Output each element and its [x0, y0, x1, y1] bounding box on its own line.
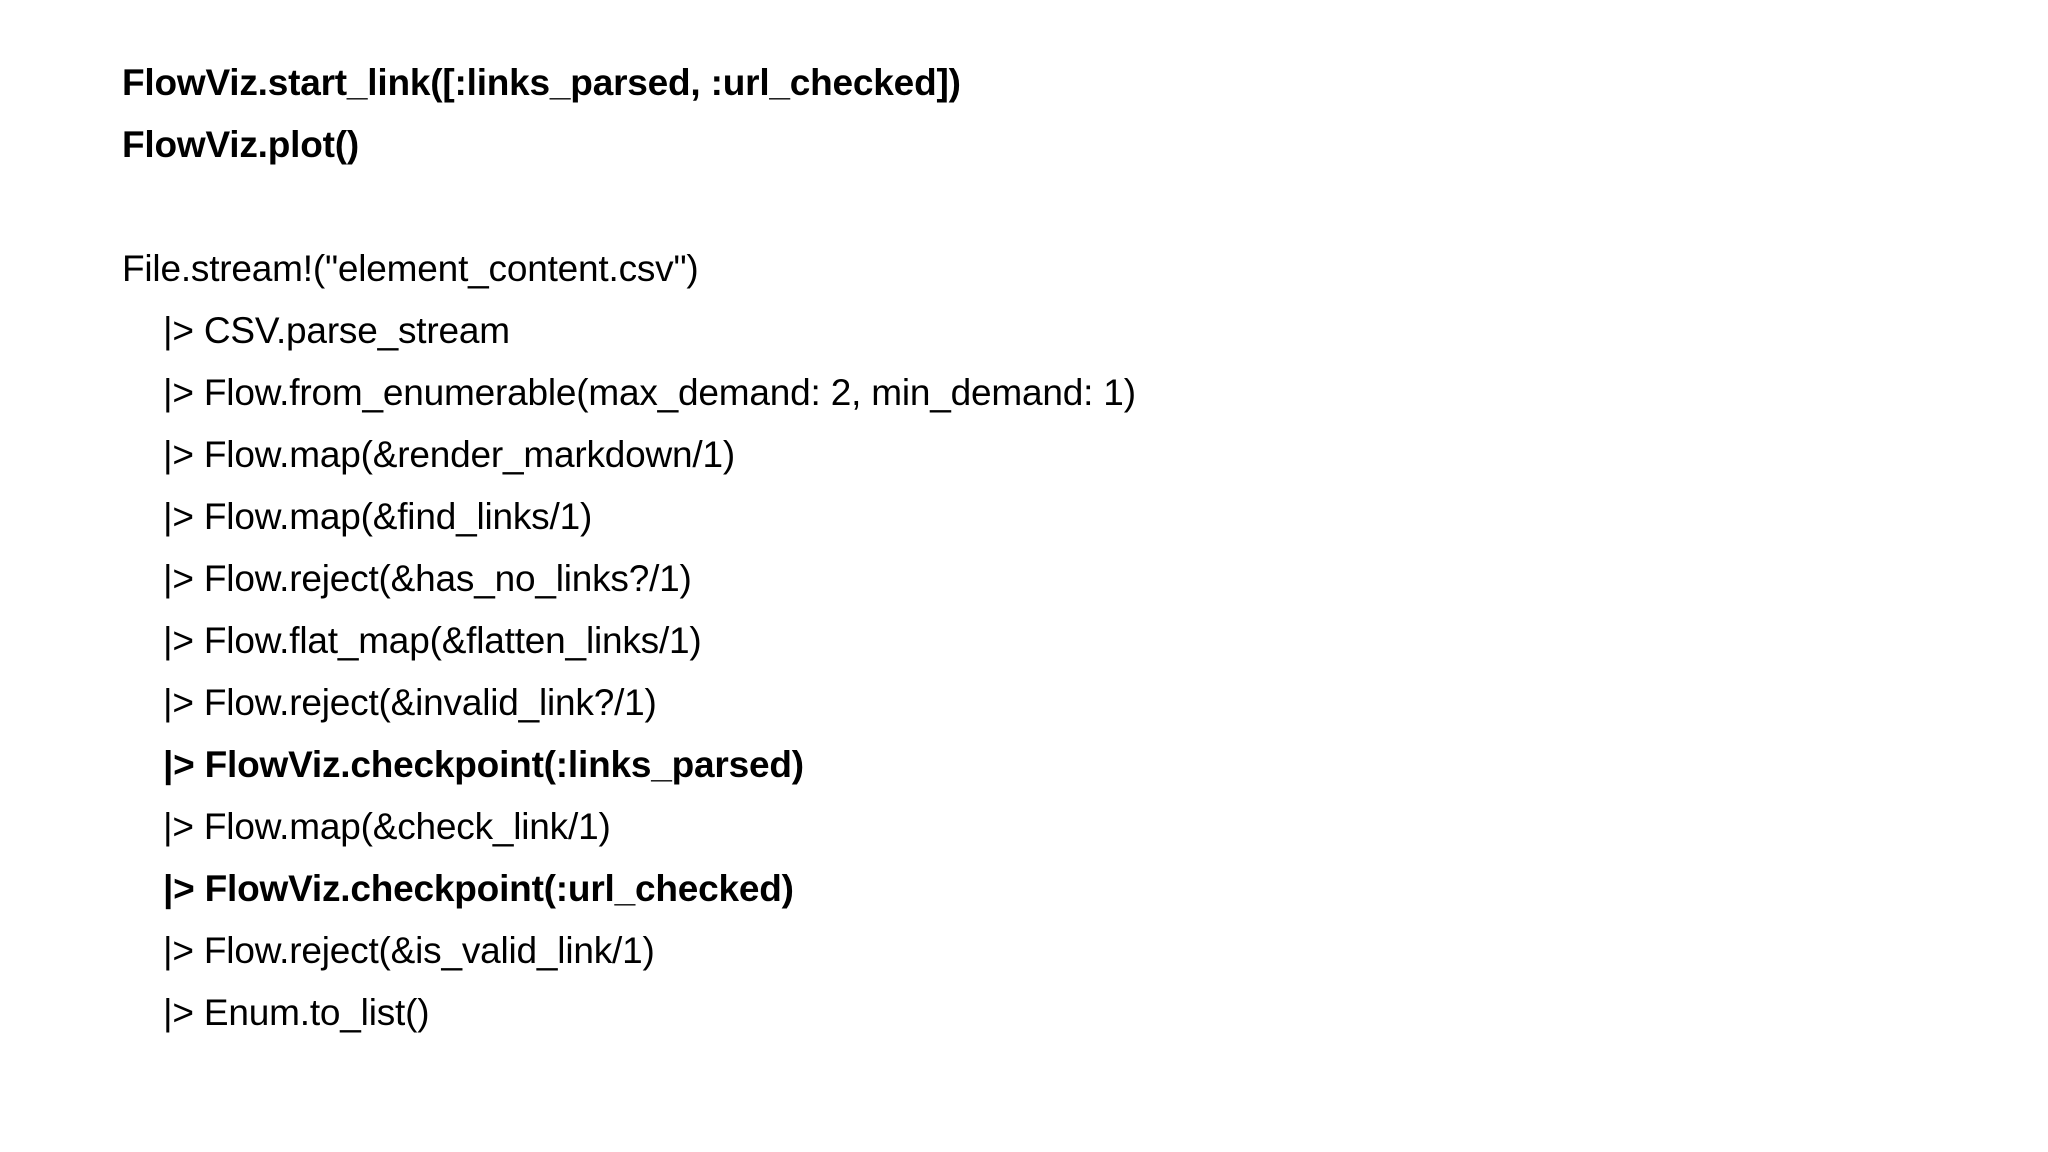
code-line: |> Flow.flat_map(&flatten_links/1)	[163, 620, 702, 661]
code-line: File.stream!("element_content.csv")	[122, 248, 699, 289]
code-canvas: FlowViz.start_link([:links_parsed, :url_…	[122, 52, 1822, 1044]
code-line: |> Flow.reject(&invalid_link?/1)	[163, 682, 657, 723]
code-line: |> Flow.map(&render_markdown/1)	[163, 434, 736, 475]
code-line: |> Flow.map(&find_links/1)	[163, 496, 593, 537]
blank-line	[122, 176, 1822, 238]
code-line-checkpoint-url-checked: |> FlowViz.checkpoint(:url_checked)	[163, 868, 794, 909]
code-line: |> Flow.reject(&is_valid_link/1)	[163, 930, 655, 971]
code-line: FlowViz.start_link([:links_parsed, :url_…	[122, 62, 961, 103]
code-pipeline-block: File.stream!("element_content.csv") |> C…	[122, 238, 1822, 1044]
code-header-block: FlowViz.start_link([:links_parsed, :url_…	[122, 52, 1822, 176]
code-line: FlowViz.plot()	[122, 124, 359, 165]
code-line-checkpoint-links-parsed: |> FlowViz.checkpoint(:links_parsed)	[163, 744, 804, 785]
code-line: |> Flow.reject(&has_no_links?/1)	[163, 558, 692, 599]
code-line: |> Enum.to_list()	[163, 992, 430, 1033]
code-line: |> Flow.from_enumerable(max_demand: 2, m…	[163, 372, 1136, 413]
code-line: |> Flow.map(&check_link/1)	[163, 806, 611, 847]
code-line: |> CSV.parse_stream	[163, 310, 510, 351]
